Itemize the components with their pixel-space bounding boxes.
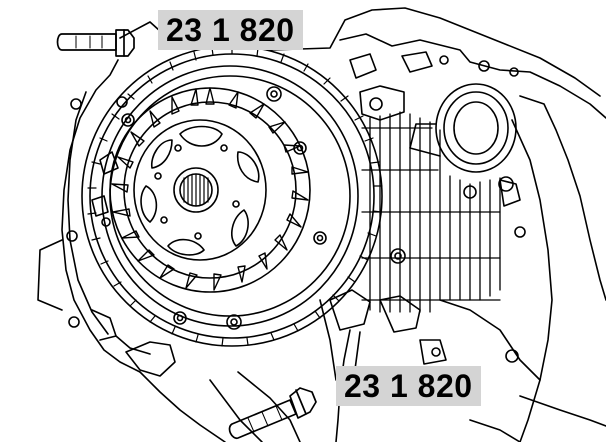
- splined-hub: [173, 167, 219, 213]
- engine-block: [319, 33, 606, 442]
- part-number-label-top: 23 1 820: [158, 10, 303, 50]
- clutch-disc: [133, 119, 267, 261]
- part-number-label-bottom: 23 1 820: [336, 366, 481, 406]
- locating-pin-icon: [228, 387, 317, 439]
- crankcase-housing: [37, 7, 601, 442]
- locating-pin-icon: [56, 29, 135, 57]
- pressure-plate-bolts: [121, 86, 327, 330]
- diaphragm-spring-fingers: [111, 87, 309, 291]
- pressure-plate: [109, 86, 327, 330]
- cooling-fins: [361, 111, 501, 313]
